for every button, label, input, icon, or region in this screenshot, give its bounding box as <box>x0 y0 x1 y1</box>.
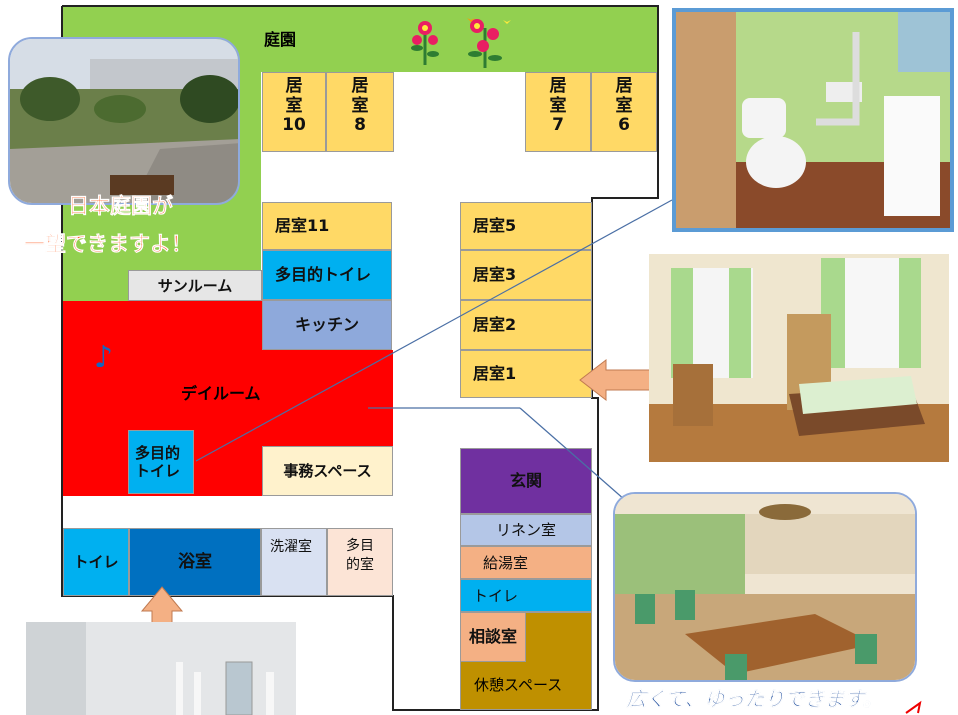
dayroom-photo <box>613 492 917 682</box>
room-1: 居室1 <box>460 350 592 398</box>
resident-room-photo-image <box>649 254 949 462</box>
rest-space-label: 休憩スペース <box>474 676 563 694</box>
linen-room: リネン室 <box>460 514 592 546</box>
bathroom-photo <box>26 622 296 715</box>
room-3: 居室3 <box>460 250 592 300</box>
bathroom: 浴室 <box>129 528 261 596</box>
dayroom-area-right <box>262 350 393 446</box>
room-5: 居室5 <box>460 202 592 250</box>
garden-photo <box>8 37 240 205</box>
toilet-photo <box>672 8 954 232</box>
room-6: 居 室 6 <box>591 72 657 152</box>
multipurpose-toilet-b: 多目的 トイレ <box>128 430 194 494</box>
dayroom-label: デイルーム <box>181 384 261 403</box>
room-11: 居室11 <box>262 202 392 250</box>
multipurpose-toilet-a: 多目的トイレ <box>262 250 392 300</box>
room-10: 居 室 10 <box>262 72 326 152</box>
sunroom: サンルーム <box>128 270 262 301</box>
flowers-icon <box>411 18 511 68</box>
room-7: 居 室 7 <box>525 72 591 152</box>
resident-room-photo <box>649 254 949 462</box>
garden-label: 庭園 <box>264 30 297 49</box>
multipurpose-room: 多目 的室 <box>327 528 393 596</box>
laundry-room: 洗濯室 <box>261 528 327 596</box>
kitchenette-room: 給湯室 <box>460 546 592 579</box>
toilet-photo-image <box>676 12 950 228</box>
dayroom-photo-image <box>615 494 915 680</box>
red-mark-icon <box>905 700 922 714</box>
toilet-c: トイレ <box>460 579 592 612</box>
room-8: 居 室 8 <box>326 72 394 152</box>
toilet-d: トイレ <box>63 528 129 596</box>
garden-caption-line2: 一望できますよ！ <box>24 232 193 257</box>
music-note-icon: ♪ <box>94 340 114 375</box>
room-2: 居室2 <box>460 300 592 350</box>
bathroom-photo-image <box>26 622 296 715</box>
entrance: 玄関 <box>460 448 592 514</box>
garden-photo-image <box>10 39 238 203</box>
kitchen: キッチン <box>262 300 392 350</box>
office-space: 事務スペース <box>262 446 393 496</box>
dayroom-caption: 広くて、ゆったりできます。 <box>626 687 883 711</box>
garden-caption-line1: 日本庭園が <box>68 194 174 219</box>
consultation-room: 相談室 <box>460 612 526 662</box>
